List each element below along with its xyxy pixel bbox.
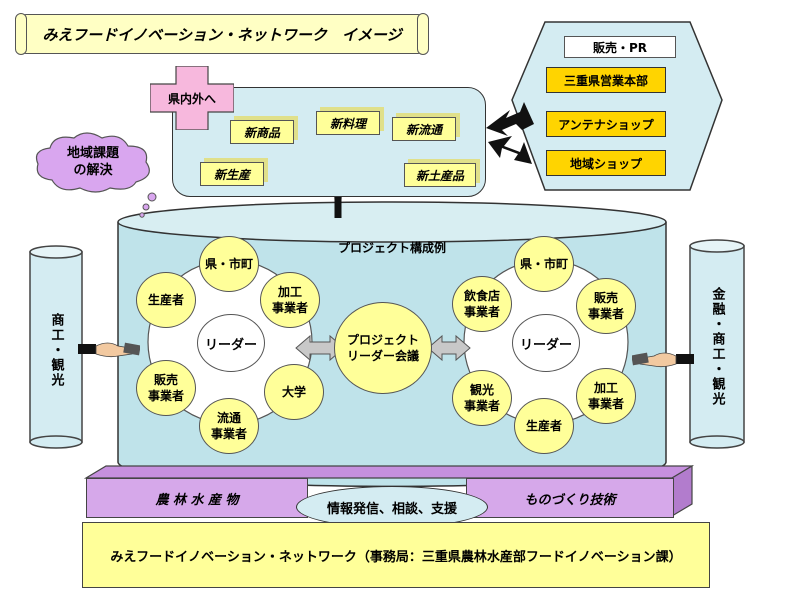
right-member-tourism: 観光 事業者 <box>452 370 512 426</box>
left-pillar-label-wrap: 商工・観光 <box>30 270 82 430</box>
right-member-restaurant: 飲食店 事業者 <box>452 276 512 332</box>
right-member-producer: 生産者 <box>514 398 574 454</box>
right-pillar-label: 金融・商工・観光 <box>709 287 725 407</box>
right-pillar-label-wrap: 金融・商工・観光 <box>690 262 744 432</box>
product-new-cuisine: 新料理 <box>316 111 380 135</box>
sales-arrow <box>486 102 534 164</box>
left-pillar <box>29 245 83 449</box>
left-member-producer: 生産者 <box>136 272 196 328</box>
product-new-souvenir: 新土産品 <box>404 163 476 187</box>
badge-shape <box>150 66 234 130</box>
regional-issue-cloud: 地域課題 の解決 <box>66 146 119 178</box>
right-member-prefecture: 県・市町 <box>514 236 574 292</box>
cloud-shape <box>35 132 150 193</box>
left-member-processor: 加工 事業者 <box>260 272 320 328</box>
right-exchange-arrow <box>427 334 471 362</box>
left-pillar-label: 商工・観光 <box>48 312 64 388</box>
network-secretariat: みえフードイノベーション・ネットワーク（事務局：三重県農林水産部フードイノベーシ… <box>82 522 710 588</box>
sales-antenna-shop: アンテナショップ <box>546 111 666 137</box>
badge-outward: 県内外へ <box>167 91 216 106</box>
left-leader: リーダー <box>197 314 265 372</box>
sales-local-shop: 地域ショップ <box>546 150 666 176</box>
sales-hexagon <box>511 21 723 191</box>
handshake-icon-left <box>78 342 140 358</box>
support-agri-products: 農 林 水 産 物 <box>86 478 308 518</box>
left-member-university: 大学 <box>264 364 324 420</box>
right-member-processor: 加工 事業者 <box>576 368 636 424</box>
left-member-prefecture: 県・市町 <box>199 236 259 292</box>
page-title: みえフードイノベーション・ネットワーク イメージ <box>15 13 429 55</box>
support-info-consulting: 情報発信、相談、支援 <box>296 486 488 528</box>
right-leader: リーダー <box>512 314 580 372</box>
sales-hq: 三重県営業本部 <box>546 67 666 93</box>
product-new-distribution: 新流通 <box>392 117 456 141</box>
product-new-production: 新生産 <box>200 162 264 186</box>
right-pillar <box>689 239 745 449</box>
sales-label: 販売・PR <box>564 36 676 58</box>
product-new-goods: 新商品 <box>230 120 294 144</box>
handshake-icon-right <box>632 352 694 368</box>
left-member-seller: 販売 事業者 <box>136 360 196 416</box>
right-member-seller: 販売 事業者 <box>576 278 636 334</box>
leader-meeting: プロジェクト リーダー会議 <box>334 302 432 394</box>
project-title: プロジェクト構成例 <box>337 240 446 255</box>
left-member-distributor: 流通 事業者 <box>199 398 259 454</box>
support-manufacturing-tech: ものづくり技術 <box>466 478 674 518</box>
